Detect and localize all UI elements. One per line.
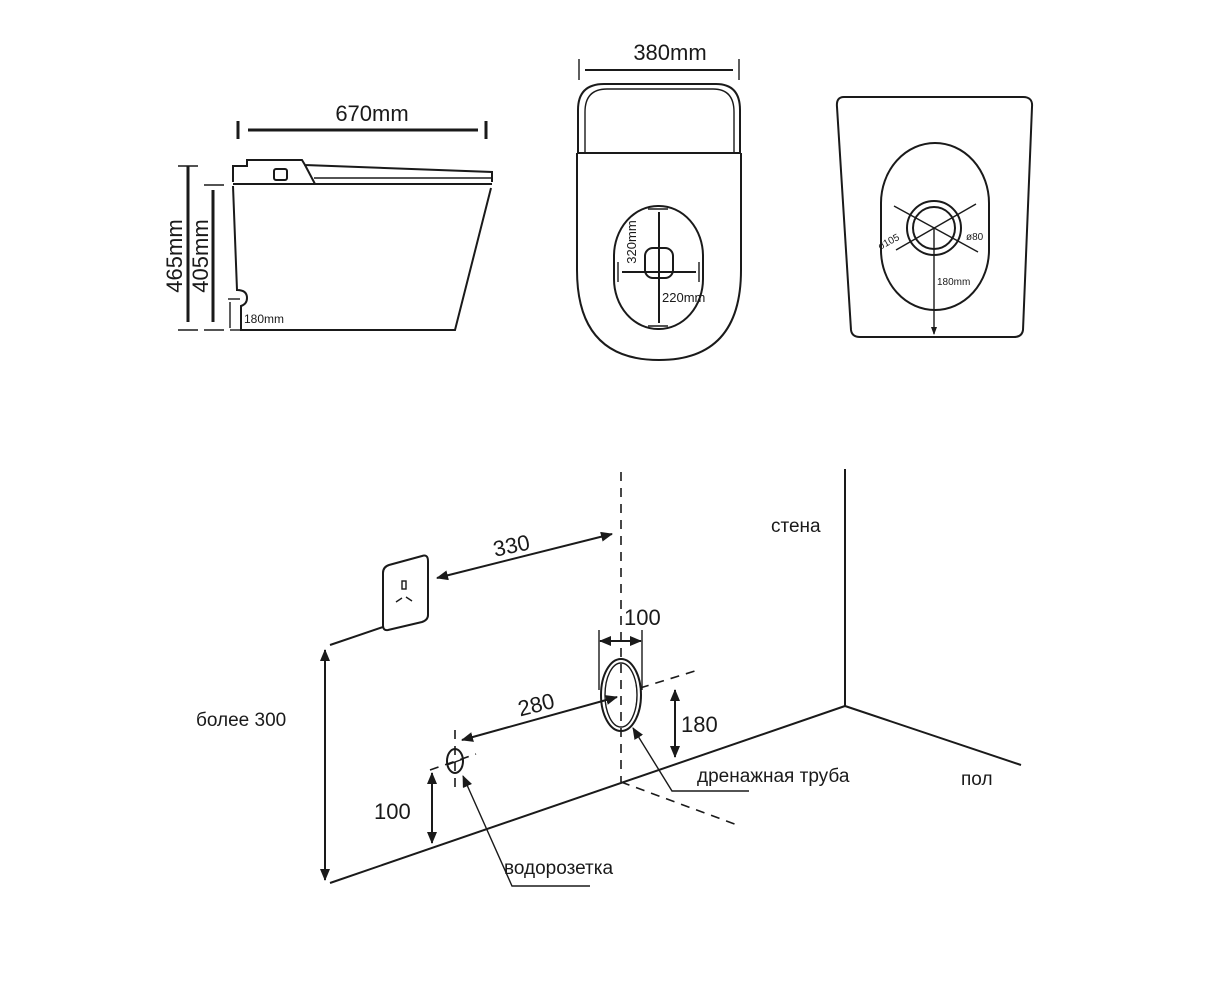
pipe-width-label: 100	[624, 605, 661, 630]
control-button-icon	[273, 168, 288, 181]
drain-pipe-outer	[600, 658, 642, 732]
bottom-view: ø105 ø80 180mm	[835, 96, 1034, 338]
socket-pin-icon	[395, 597, 403, 603]
outlet-height-label: 180mm	[244, 312, 284, 326]
socket-distance-label: 330	[491, 530, 532, 562]
wall-reference-line	[329, 626, 384, 646]
drain-leader-line	[632, 727, 749, 792]
inner-diameter-label: ø80	[966, 232, 984, 243]
base-outline	[835, 96, 1034, 338]
water-outlet-leader-line	[462, 775, 590, 887]
total-height-label: 465mm	[162, 219, 187, 292]
lid-edge	[304, 164, 316, 185]
outlet-distance-label: 180mm	[937, 277, 970, 288]
water-distance-dimension	[461, 695, 618, 742]
socket-pin-icon	[401, 580, 407, 590]
floor-label: пол	[961, 769, 993, 790]
toilet-lid	[232, 159, 493, 182]
power-socket	[382, 554, 429, 632]
diameter-line	[893, 205, 979, 253]
floor-wall-edge	[329, 705, 846, 884]
socket-pin-icon	[405, 596, 413, 602]
wall-label: стена	[771, 516, 821, 537]
opening-width-label: 220mm	[662, 290, 705, 305]
installation-diagram: стена пол 330 100 180 дренажная труба	[196, 469, 1022, 887]
diameter-line	[895, 203, 977, 251]
drain-pipe-inner	[604, 662, 638, 728]
water-outlet-axis	[429, 753, 477, 771]
side-width-label: 670mm	[335, 101, 408, 126]
bowl-height-label: 405mm	[188, 219, 213, 292]
top-width-label: 380mm	[633, 40, 706, 65]
toilet-body	[232, 185, 492, 331]
outlet-recess	[880, 142, 990, 311]
water-outlet-label: водорозетка	[504, 858, 613, 879]
socket-distance-dimension	[436, 531, 613, 581]
bowl-outline	[576, 153, 742, 362]
opening-length-label: 320mm	[624, 220, 639, 263]
drain-pipe-label: дренажная труба	[697, 766, 850, 787]
socket-plate	[382, 554, 429, 632]
tank-outline	[577, 83, 741, 153]
water-height-label: 100	[374, 799, 411, 824]
pipe-height-label: 180	[681, 712, 718, 737]
top-view: 380mm 320mm 220mm	[576, 40, 742, 362]
pipe-axis-line	[639, 670, 696, 689]
seat-opening	[613, 205, 704, 330]
tank-inner	[584, 88, 735, 153]
floor-right-edge	[844, 705, 1022, 766]
centerline-floor	[620, 781, 741, 827]
socket-height-label: более 300	[196, 710, 286, 731]
side-view: 670mm 465mm 405mm 180mm	[162, 101, 493, 331]
